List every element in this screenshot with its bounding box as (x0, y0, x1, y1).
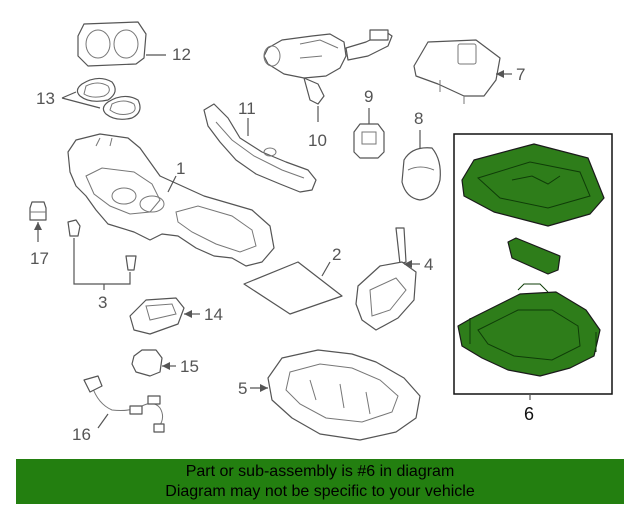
callout-14: 14 (204, 305, 223, 324)
part-9-connector[interactable] (353, 123, 385, 159)
callout-1: 1 (176, 159, 186, 178)
callout-2: 2 (332, 245, 342, 264)
part-11-side-trim[interactable] (203, 103, 317, 193)
callout-3: 3 (98, 293, 108, 312)
callout-11: 11 (238, 99, 256, 118)
part-3-clips[interactable] (67, 219, 137, 271)
callout-4: 4 (424, 255, 434, 274)
leader-1 (167, 175, 177, 193)
part-8-shift-knob[interactable] (401, 147, 441, 201)
part-4-shift-lever[interactable] (355, 227, 417, 331)
callout-12: 12 (172, 45, 191, 64)
callout-9: 9 (364, 87, 374, 106)
part-5-console-base[interactable] (267, 349, 421, 441)
notice-banner: Part or sub-assembly is #6 in diagram Di… (16, 459, 624, 504)
callout-10: 10 (308, 131, 327, 150)
callout-16: 16 (72, 425, 91, 444)
callout-5: 5 (238, 379, 248, 398)
callout-7: 7 (516, 65, 526, 84)
part-13-cup-holder-mats[interactable] (76, 77, 141, 120)
part-7-shift-trim[interactable] (413, 39, 501, 104)
part-1-console-body[interactable] (67, 133, 275, 267)
leader-2 (321, 261, 331, 277)
part-14-control-module[interactable] (129, 297, 185, 335)
part-17-switch[interactable] (29, 201, 47, 221)
part-6-highlighted-assembly[interactable] (457, 143, 605, 377)
callout-8: 8 (414, 109, 424, 128)
highlight-box-6 (453, 133, 613, 395)
parts-diagram (29, 21, 613, 441)
leader-3 (73, 238, 131, 290)
part-12-cup-holder-trim[interactable] (77, 21, 147, 67)
part-15-sensor[interactable] (131, 349, 163, 377)
part-16-wiring-harness[interactable] (83, 375, 165, 433)
leader-13 (61, 91, 101, 109)
callout-13: 13 (36, 89, 55, 108)
callout-6: 6 (524, 404, 535, 424)
callout-15: 15 (180, 357, 199, 376)
callout-17: 17 (30, 249, 49, 268)
part-2-mat[interactable] (243, 261, 343, 315)
notice-line-2: Diagram may not be specific to your vehi… (165, 483, 475, 500)
part-10-brake-lever[interactable] (263, 29, 393, 105)
notice-line-1: Part or sub-assembly is #6 in diagram (185, 463, 455, 480)
leader-16 (97, 413, 109, 429)
